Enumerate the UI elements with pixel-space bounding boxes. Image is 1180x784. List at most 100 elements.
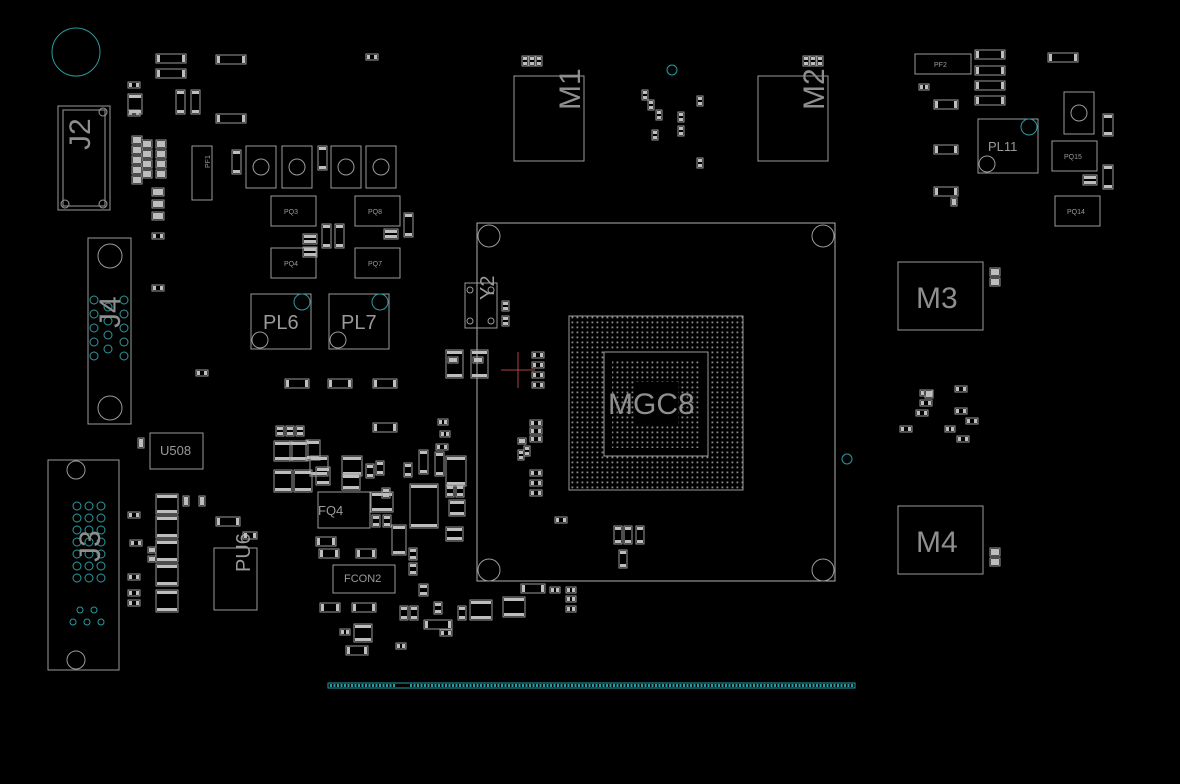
- smd-part: [445, 526, 464, 542]
- memory-chip-m2[interactable]: M2: [757, 68, 831, 162]
- crystal-y2[interactable]: Y2: [464, 276, 499, 329]
- smd-part: [382, 514, 392, 528]
- smd-part: [956, 435, 970, 443]
- smd-part: [151, 232, 165, 240]
- ic-pu6[interactable]: PU6: [213, 533, 258, 611]
- smd-part: [408, 562, 418, 576]
- smd-part: [531, 371, 545, 379]
- smd-part: [647, 99, 655, 111]
- smd-part: [365, 463, 375, 479]
- memory-chip-m4[interactable]: M4: [897, 505, 984, 575]
- connector-j4[interactable]: J4: [87, 237, 132, 425]
- fuse-pf1[interactable]: PF1: [191, 145, 213, 201]
- smd-part: [950, 197, 958, 207]
- smd-part: [529, 489, 543, 497]
- mgc8-label: MGC8: [608, 388, 695, 421]
- smd-part: [155, 139, 167, 149]
- smd-part: [809, 55, 817, 67]
- component-fq4[interactable]: FQ4: [317, 491, 371, 529]
- smd-part: [472, 356, 484, 364]
- smd-part: [155, 53, 187, 64]
- smd-part: [565, 595, 577, 603]
- fuse-pf2[interactable]: PF2: [914, 53, 972, 75]
- smd-part: [501, 300, 510, 312]
- origin-crosshair: [501, 352, 535, 388]
- smd-part: [242, 531, 258, 540]
- smd-part: [445, 349, 464, 379]
- smd-part: [321, 223, 332, 249]
- smd-part: [151, 284, 165, 292]
- smd-part: [635, 525, 645, 545]
- smd-part: [231, 149, 242, 175]
- transistor-pq4[interactable]: PQ4: [270, 247, 317, 279]
- inductor-pl7[interactable]: PL7: [328, 293, 390, 350]
- connector-j2[interactable]: J2: [57, 105, 111, 211]
- pf1-label: PF1: [205, 155, 212, 168]
- smd-part: [457, 605, 467, 621]
- transistor-pq14[interactable]: PQ14: [1054, 195, 1101, 227]
- smd-part: [302, 233, 318, 245]
- smd-part: [469, 599, 493, 621]
- smd-part: [924, 389, 934, 399]
- smd-components: [127, 49, 1114, 656]
- smd-part: [355, 548, 377, 559]
- inductor-pl11[interactable]: PL11: [977, 118, 1039, 174]
- smd-part: [437, 418, 449, 426]
- memory-chip-m1[interactable]: M1: [513, 68, 587, 162]
- smd-part: [293, 469, 313, 493]
- smd-part: [127, 573, 141, 581]
- smd-part: [375, 460, 385, 476]
- smd-part: [182, 495, 190, 507]
- smd-part: [933, 99, 959, 110]
- smd-part: [141, 139, 153, 149]
- connector-fcon2[interactable]: FCON2: [332, 564, 396, 594]
- smd-part: [529, 469, 543, 477]
- smd-part: [155, 589, 179, 613]
- smd-part: [549, 586, 561, 594]
- fcon2-label: FCON2: [344, 573, 381, 585]
- smd-part: [273, 469, 293, 493]
- smd-part: [155, 149, 167, 159]
- smd-part: [623, 525, 633, 545]
- memory-chip-m3[interactable]: M3: [897, 261, 984, 331]
- smd-part: [315, 466, 331, 486]
- transistor-pq3[interactable]: PQ3: [270, 195, 317, 227]
- smd-part: [129, 539, 143, 547]
- smd-part: [215, 54, 247, 65]
- smd-part: [520, 583, 546, 594]
- smd-part: [517, 437, 527, 445]
- smd-part: [470, 349, 489, 379]
- j3-label: J3: [74, 530, 107, 562]
- m2-label: M2: [798, 68, 831, 110]
- smd-part: [455, 484, 465, 498]
- transistor-pq15[interactable]: PQ15: [1051, 140, 1098, 172]
- pq15-label: PQ15: [1064, 154, 1082, 161]
- transistor-pq7[interactable]: PQ7: [354, 247, 401, 279]
- smd-part: [531, 351, 545, 359]
- smd-part: [403, 462, 413, 478]
- smd-part: [1047, 52, 1079, 63]
- smd-part: [919, 399, 933, 407]
- transistor-pq8[interactable]: PQ8: [354, 195, 401, 227]
- soc-mgc8[interactable]: MGC8: [476, 222, 836, 582]
- pq8-label: PQ8: [368, 209, 382, 216]
- capacitor-top-right: [1063, 91, 1095, 135]
- smd-part: [155, 515, 179, 539]
- smd-part: [933, 144, 959, 155]
- smd-part: [273, 440, 293, 462]
- smd-part: [155, 563, 179, 587]
- ic-u508[interactable]: U508: [149, 432, 204, 470]
- smd-part: [395, 642, 407, 650]
- smd-part: [215, 113, 247, 124]
- smd-part: [1082, 174, 1098, 186]
- smd-part: [915, 409, 929, 417]
- connector-j3[interactable]: J3: [47, 459, 120, 671]
- smd-part: [151, 187, 165, 197]
- inductor-pl6[interactable]: PL6: [250, 293, 312, 350]
- smd-part: [315, 536, 337, 547]
- smd-part: [521, 55, 529, 67]
- smd-part: [565, 605, 577, 613]
- smd-part: [918, 83, 930, 91]
- smd-part: [696, 157, 704, 169]
- smd-part: [151, 211, 165, 221]
